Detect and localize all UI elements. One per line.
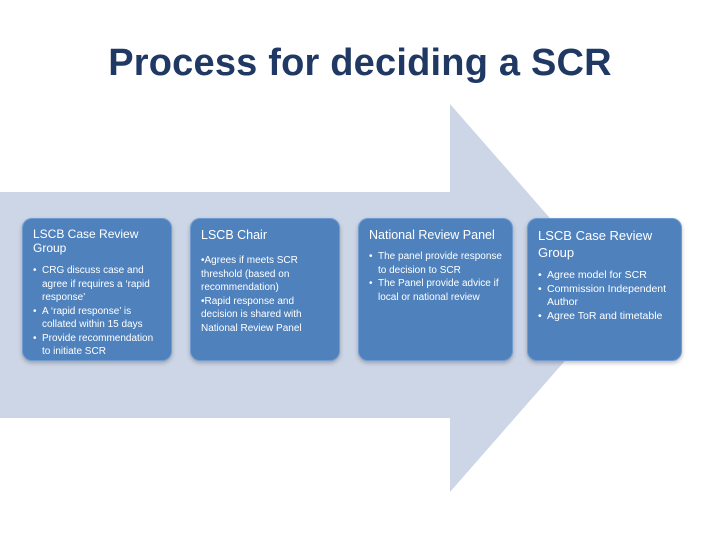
list-item: The Panel provide advice if local or nat… xyxy=(369,277,502,304)
page-title: Process for deciding a SCR xyxy=(108,42,612,84)
step-title: LSCB Chair xyxy=(201,228,267,242)
step-list: •Agrees if meets SCR threshold (based on… xyxy=(201,254,329,335)
step-box-case-review-group-1: LSCB Case Review Group CRG discuss case … xyxy=(22,218,172,361)
step-list: The panel provide response to decision t… xyxy=(369,250,502,304)
list-item: A ‘rapid response’ is collated within 15… xyxy=(33,305,161,332)
step-title: LSCB Case Review Group xyxy=(33,227,139,255)
step-box-national-review-panel: National Review Panel The panel provide … xyxy=(358,218,513,361)
step-box-lscb-chair: LSCB Chair •Agrees if meets SCR threshol… xyxy=(190,218,340,361)
step-title: National Review Panel xyxy=(369,228,495,242)
list-item: Commission Independent Author xyxy=(538,283,671,310)
step-box-case-review-group-2: LSCB Case Review Group Agree model for S… xyxy=(527,218,682,361)
step-list: Agree model for SCR Commission Independe… xyxy=(538,269,671,323)
step-title: LSCB Case Review Group xyxy=(538,228,653,260)
step-list: CRG discuss case and agree if requires a… xyxy=(33,264,161,359)
list-item: The panel provide response to decision t… xyxy=(369,250,502,277)
list-item: Agree ToR and timetable xyxy=(538,310,671,324)
list-item: •Rapid response and decision is shared w… xyxy=(201,295,302,334)
list-item: CRG discuss case and agree if requires a… xyxy=(33,264,161,305)
list-item: Agree model for SCR xyxy=(538,269,671,283)
list-item: Provide recommendation to initiate SCR xyxy=(33,332,161,359)
list-item: •Agrees if meets SCR threshold (based on… xyxy=(201,255,298,293)
